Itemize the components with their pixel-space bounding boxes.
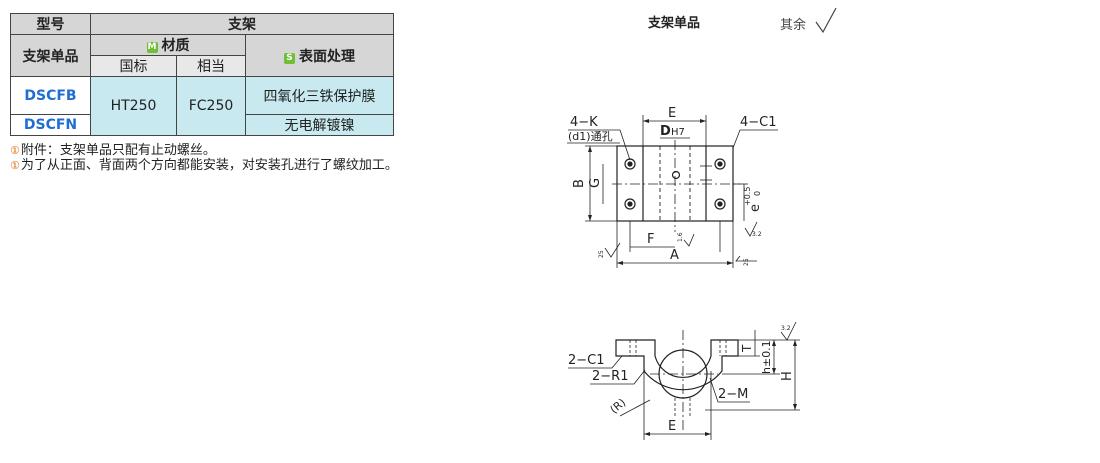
- code-dscfb[interactable]: DSCFB: [10, 76, 91, 115]
- surface-label: 表面处理: [299, 48, 355, 65]
- model-header: 型号: [10, 13, 91, 35]
- label-tol-plus: +0.5: [743, 187, 752, 206]
- label-b: B: [572, 179, 587, 188]
- label-r25-right: 25: [743, 258, 750, 266]
- surface-value-b: 四氧化三铁保护膜: [245, 76, 394, 115]
- label-f: F: [647, 232, 654, 247]
- code-dscfn[interactable]: DSCFN: [10, 114, 91, 136]
- note-item: ①附件：支架单品只配有止动螺丝。: [10, 143, 398, 158]
- label-4c1: 4−C1: [740, 115, 777, 130]
- label-e-small: e: [748, 204, 763, 212]
- equiv-header: 相当: [176, 55, 246, 77]
- label-2c1: 2−C1: [568, 353, 605, 368]
- note-mark-icon: ①: [10, 144, 20, 157]
- label-a: A: [670, 248, 679, 263]
- national-value: HT250: [90, 76, 177, 136]
- single-header: 支架单品: [10, 34, 91, 77]
- surface-tag-icon: S: [284, 52, 295, 64]
- label-t: T: [740, 344, 754, 353]
- roughness-check-icon: [815, 7, 837, 34]
- surface-header: S 表面处理: [245, 34, 394, 77]
- label-r32-top: 3.2: [752, 231, 762, 238]
- front-view-outline: [615, 339, 739, 391]
- note-mark-icon: ①: [10, 159, 20, 172]
- material-label: 材质: [161, 38, 190, 54]
- label-g: G: [588, 178, 603, 188]
- label-r32-front: 3.2: [781, 325, 791, 332]
- label-d1: (d1)通孔: [568, 130, 613, 143]
- label-h: h±0.1: [760, 340, 773, 374]
- drawing-title: 支架单品: [648, 16, 701, 31]
- label-h7: H7: [671, 127, 685, 138]
- label-r25-left: 25: [598, 250, 605, 258]
- label-4k: 4−K: [570, 115, 598, 130]
- bracket-header: 支架: [90, 13, 394, 35]
- note-text: 附件：支架单品只配有止动螺丝。: [20, 143, 216, 158]
- label-r16: 1.6: [677, 232, 684, 242]
- equiv-value: FC250: [176, 76, 246, 136]
- label-2r1: 2−R1: [592, 369, 628, 384]
- label-hh: H: [780, 371, 795, 381]
- note-text: 为了从正面、背面两个方向都能安装，对安装孔进行了螺纹加工。: [20, 158, 398, 173]
- label-d: D: [660, 124, 671, 139]
- surface-value-n: 无电解镀镍: [245, 114, 394, 136]
- note-item: ①为了从正面、背面两个方向都能安装，对安装孔进行了螺纹加工。: [10, 158, 398, 173]
- material-tag-icon: M: [146, 42, 158, 53]
- label-e-top: E: [668, 106, 676, 121]
- label-e-front: E: [668, 419, 676, 434]
- label-2m: 2−M: [718, 387, 748, 402]
- label-tol-zero: 0: [753, 191, 762, 196]
- notes: ①附件：支架单品只配有止动螺丝。 ①为了从正面、背面两个方向都能安装，对安装孔进…: [10, 143, 398, 173]
- roughness-rest-label: 其余: [780, 18, 807, 33]
